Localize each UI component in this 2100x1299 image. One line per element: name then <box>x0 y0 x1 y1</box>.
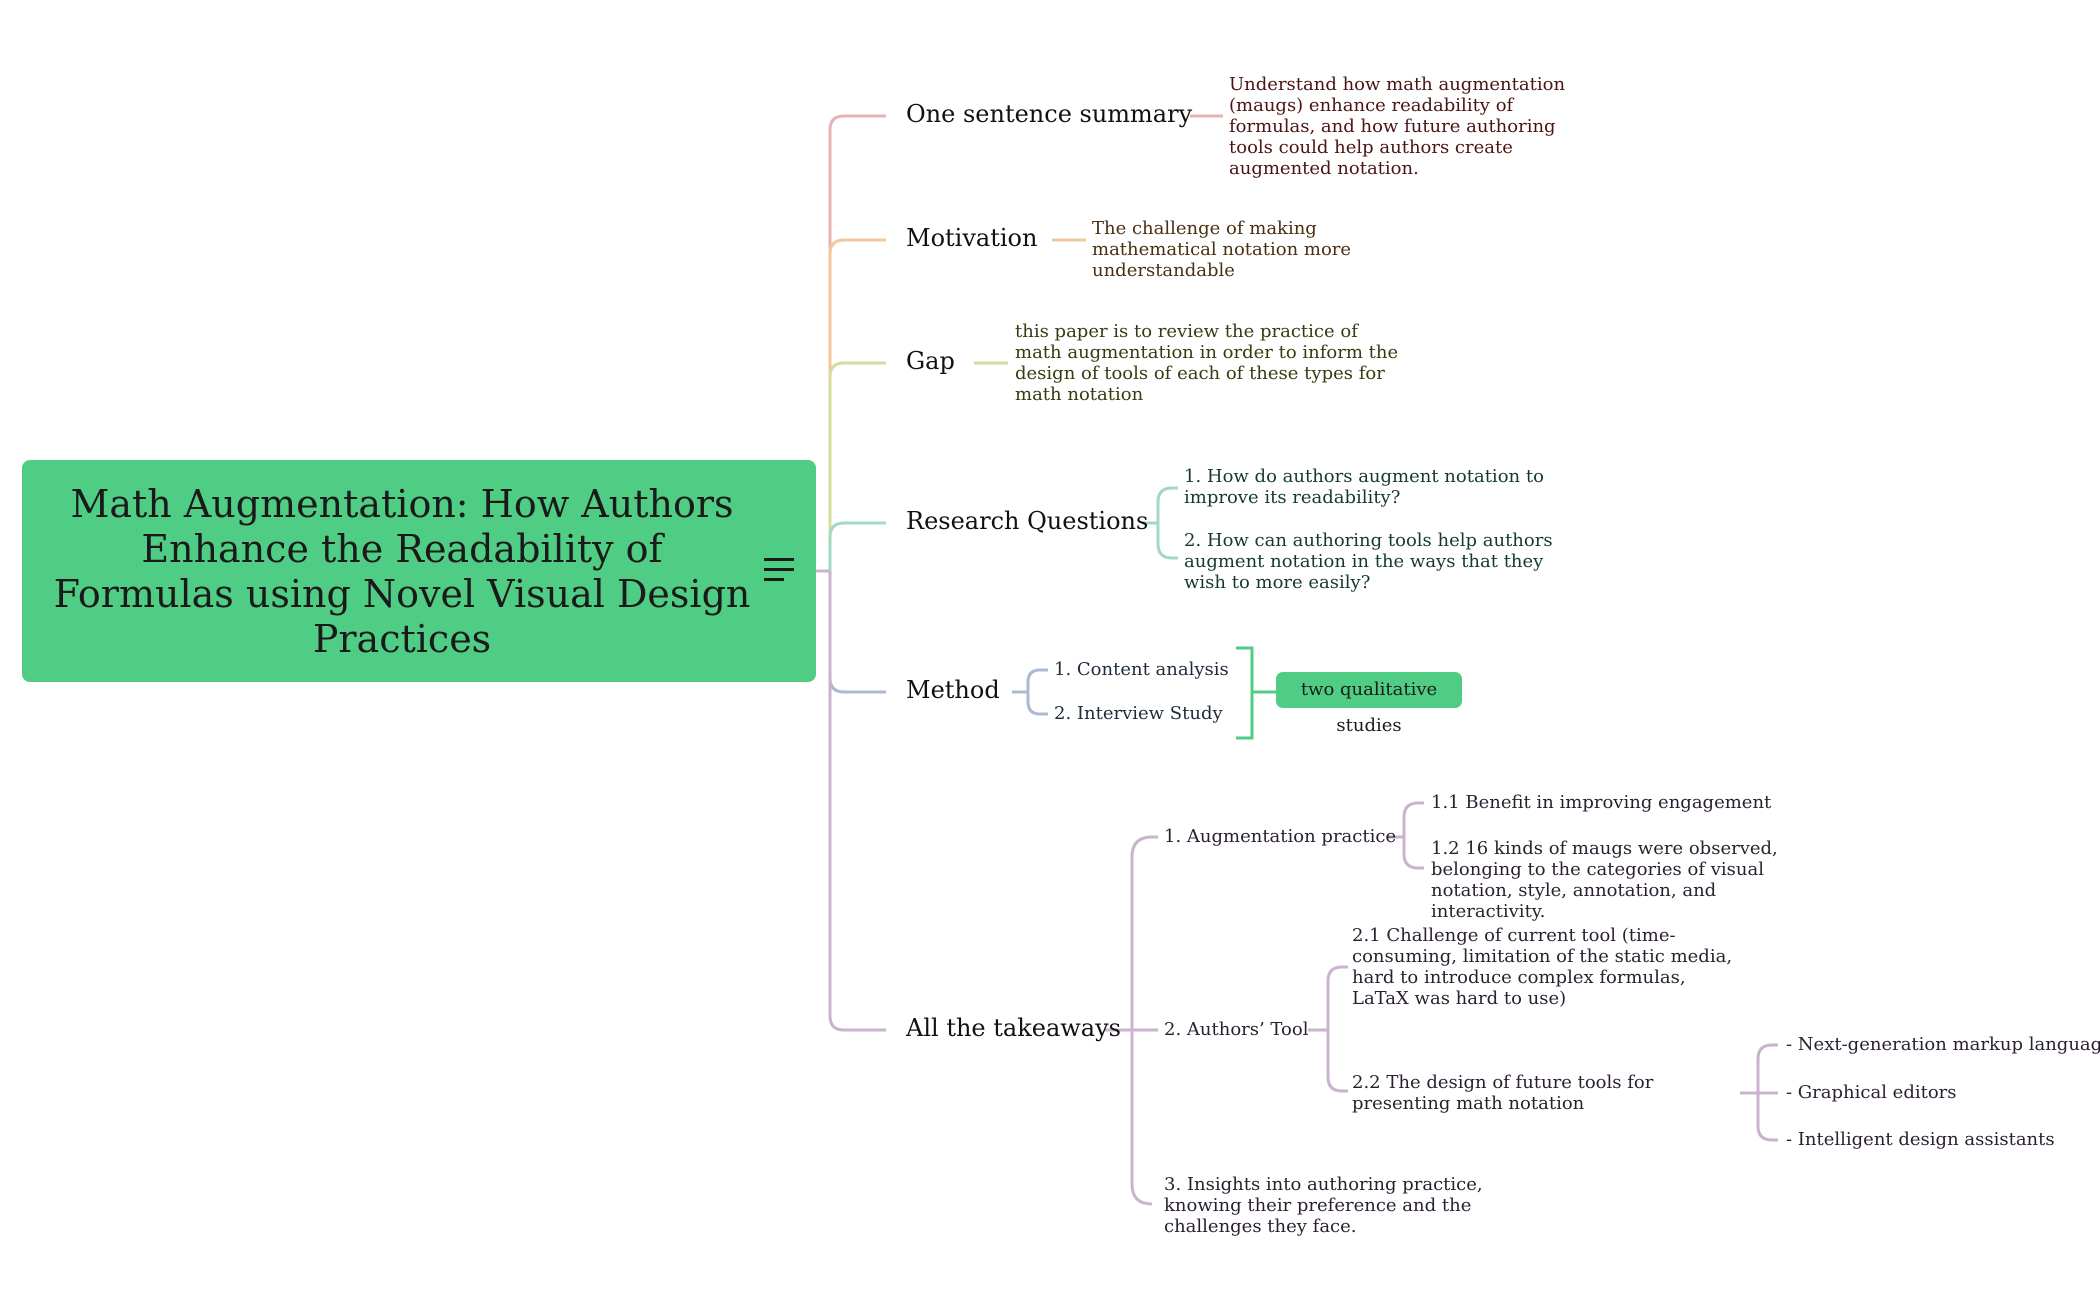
tool-item-future-design[interactable]: 2.2 The design of future tools for prese… <box>1352 1072 1654 1114</box>
practice-item-benefit[interactable]: 1.1 Benefit in improving engagement <box>1431 792 1772 813</box>
connector-summary <box>828 114 886 571</box>
connector-tool-items <box>1308 965 1348 1093</box>
motivation-text[interactable]: The challenge of making mathematical not… <box>1092 218 1352 281</box>
connector-research <box>828 521 886 571</box>
design-item-graphical-editors[interactable]: - Graphical editors <box>1786 1082 1957 1103</box>
practice-item-maugs-kinds[interactable]: 1.2 16 kinds of maugs were observed, bel… <box>1431 838 1778 922</box>
branch-all-the-takeaways[interactable]: All the takeaways <box>906 1014 1121 1042</box>
branch-method[interactable]: Method <box>906 676 1000 704</box>
takeaway-augmentation-practice[interactable]: 1. Augmentation practice <box>1164 826 1397 847</box>
root-title: Math Augmentation: How Authors Enhance t… <box>53 482 751 661</box>
connector-gap <box>828 361 886 571</box>
takeaway-insights[interactable]: 3. Insights into authoring practice, kno… <box>1164 1174 1483 1237</box>
branch-gap[interactable]: Gap <box>906 347 955 375</box>
connector-takeaways <box>828 571 886 1032</box>
branch-one-sentence-summary[interactable]: One sentence summary <box>906 100 1193 128</box>
connector-method <box>828 571 886 694</box>
design-item-markup-languages[interactable]: - Next-generation markup languages <box>1786 1034 2100 1055</box>
method-item-content-analysis[interactable]: 1. Content analysis <box>1054 659 1229 680</box>
summary-text[interactable]: Understand how math augmentation (maugs)… <box>1229 74 1566 179</box>
menu-icon[interactable] <box>764 556 796 586</box>
connector-research-items <box>1142 486 1178 560</box>
connector-motivation <box>828 238 886 571</box>
gap-text[interactable]: this paper is to review the practice of … <box>1015 321 1399 405</box>
connector-method-items <box>1012 668 1048 716</box>
branch-motivation[interactable]: Motivation <box>906 224 1038 252</box>
connector-takeaways-items <box>1104 835 1158 1206</box>
research-question-2[interactable]: 2. How can authoring tools help authors … <box>1184 530 1553 593</box>
method-item-interview-study[interactable]: 2. Interview Study <box>1054 703 1223 724</box>
method-summary-badge[interactable]: two qualitative studies <box>1276 672 1462 736</box>
root-node[interactable]: Math Augmentation: How Authors Enhance t… <box>22 460 816 682</box>
connector-practice-items <box>1386 801 1424 870</box>
connector-design-items <box>1740 1043 1778 1142</box>
takeaway-authors-tool[interactable]: 2. Authors’ Tool <box>1164 1019 1309 1040</box>
tool-item-challenge[interactable]: 2.1 Challenge of current tool (time-cons… <box>1352 925 1733 1009</box>
design-item-design-assistants[interactable]: - Intelligent design assistants <box>1786 1129 2055 1150</box>
research-question-1[interactable]: 1. How do authors augment notation to im… <box>1184 466 1544 508</box>
method-summary-bracket <box>1236 646 1276 740</box>
branch-research-questions[interactable]: Research Questions <box>906 507 1149 535</box>
